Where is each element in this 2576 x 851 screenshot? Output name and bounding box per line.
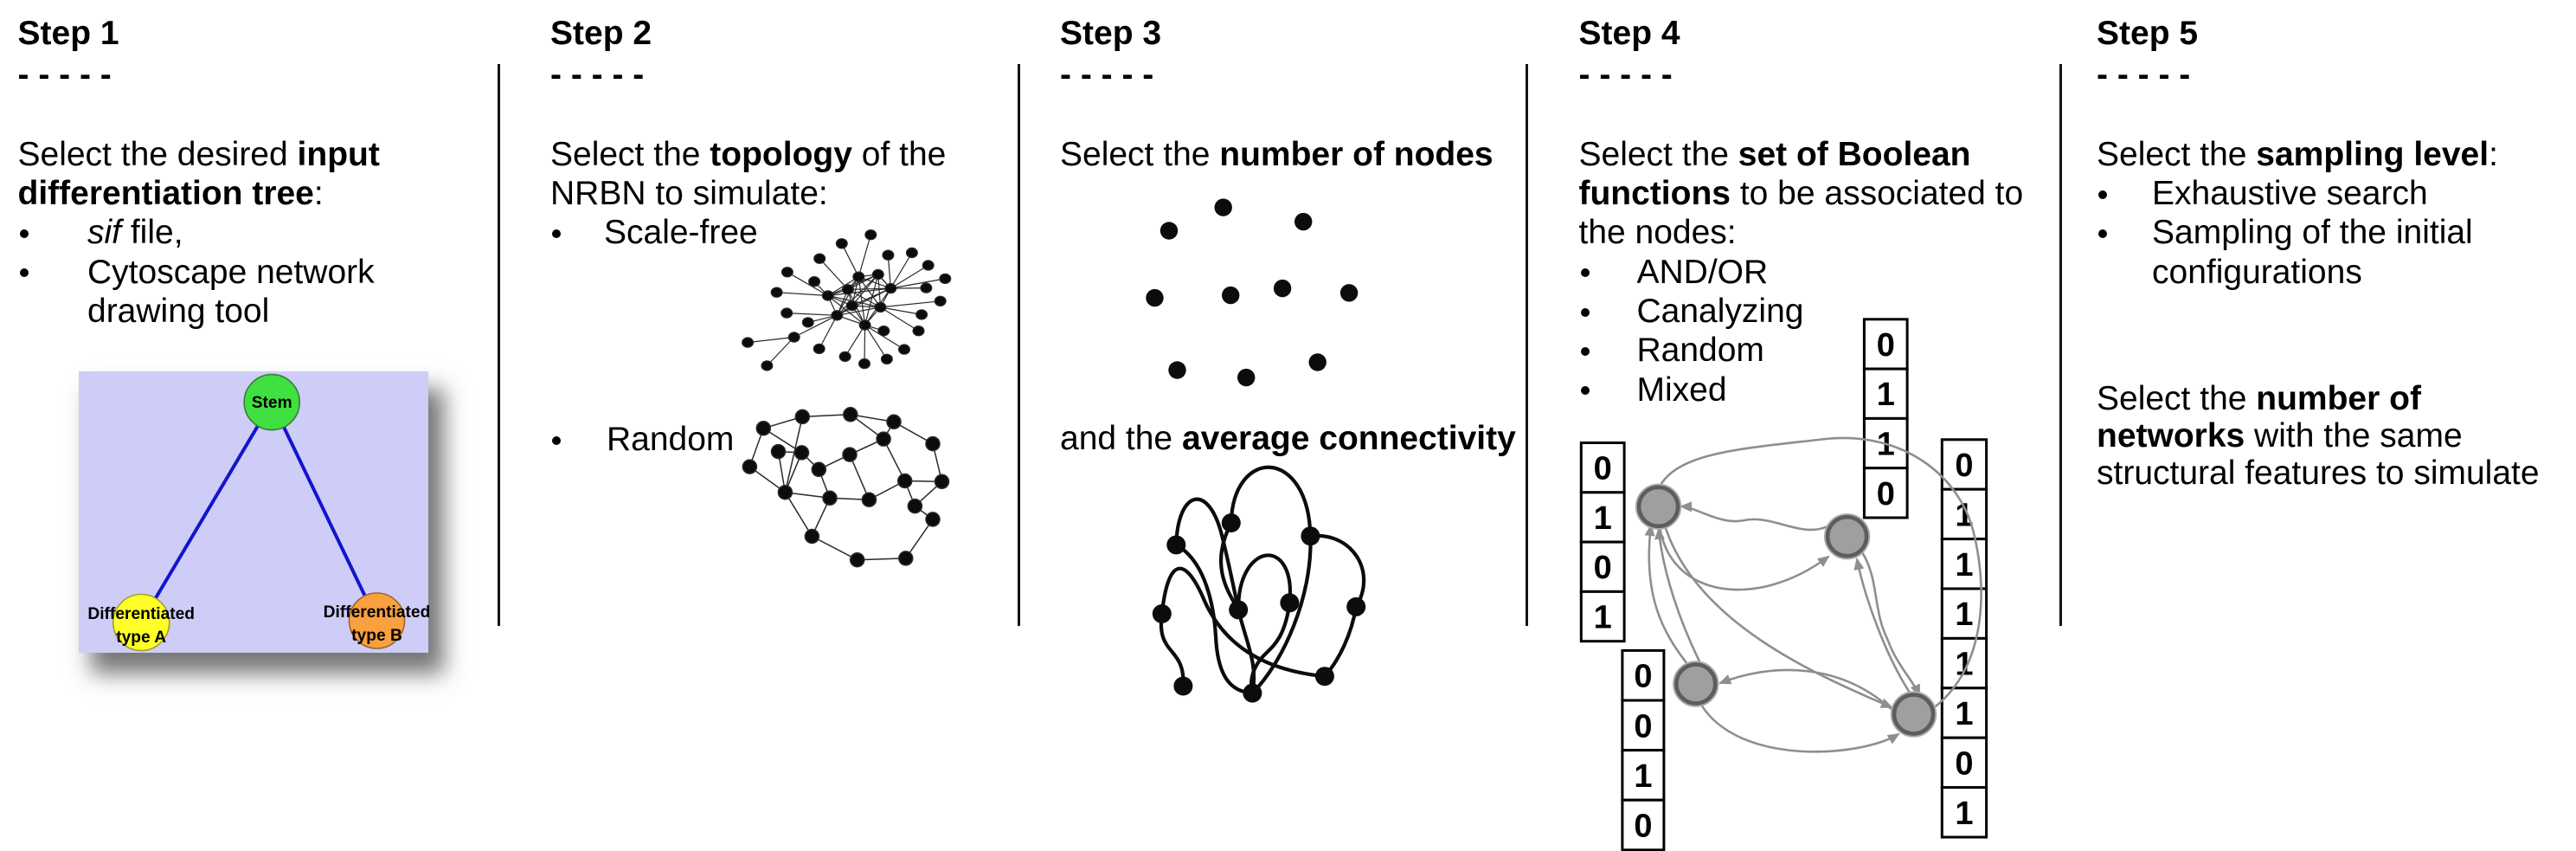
svg-text:1: 1 <box>1955 596 1973 633</box>
svg-text:1: 1 <box>1594 600 1612 636</box>
svg-text:0: 0 <box>1877 327 1895 364</box>
svg-text:0: 0 <box>1877 476 1895 513</box>
svg-text:Differentiated: Differentiated <box>324 603 431 622</box>
svg-text:1: 1 <box>1634 758 1652 795</box>
svg-text:type B: type B <box>351 627 402 645</box>
svg-text:0: 0 <box>1634 659 1652 695</box>
svg-text:1: 1 <box>1955 547 1973 583</box>
svg-text:0: 0 <box>1634 708 1652 745</box>
svg-text:1: 1 <box>1955 796 1973 832</box>
svg-text:0: 0 <box>1594 451 1612 487</box>
svg-text:1: 1 <box>1594 500 1612 537</box>
svg-text:1: 1 <box>1955 647 1973 683</box>
svg-text:Stem: Stem <box>252 394 292 412</box>
svg-text:1: 1 <box>1955 497 1973 533</box>
svg-text:1: 1 <box>1955 696 1973 732</box>
svg-text:0: 0 <box>1955 745 1973 782</box>
svg-text:1: 1 <box>1877 377 1895 413</box>
svg-text:0: 0 <box>1634 809 1652 845</box>
svg-text:0: 0 <box>1594 550 1612 586</box>
svg-text:Differentiated: Differentiated <box>87 605 195 623</box>
svg-text:0: 0 <box>1955 448 1973 484</box>
svg-text:type A: type A <box>116 629 166 647</box>
